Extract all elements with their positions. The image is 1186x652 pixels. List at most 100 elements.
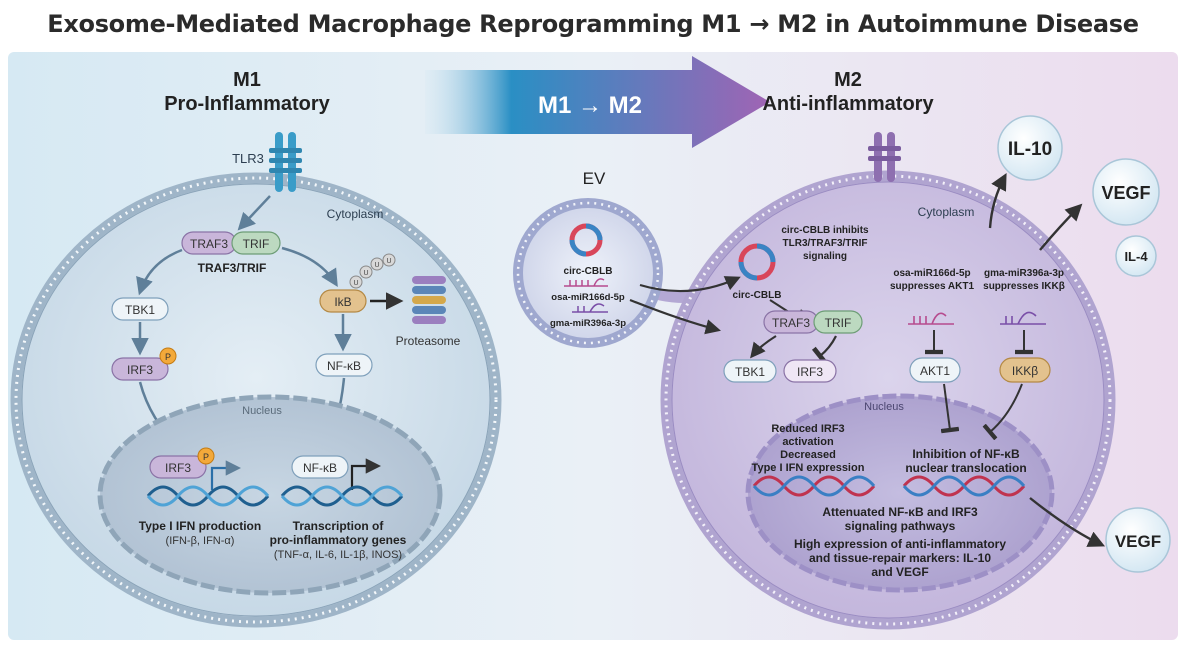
m1-nucleus-label: Nucleus: [242, 405, 282, 417]
circ-cblb-icon: [569, 223, 603, 257]
transcription-title-2: pro-inflammatory genes: [270, 533, 407, 547]
m2-nucleus-label: Nucleus: [864, 401, 904, 413]
m2-traf3-trif-complex: TRAF3 TRIF: [763, 310, 863, 334]
reduced-1: Reduced IRF3: [771, 423, 844, 435]
ubiquitin-icon: U: [353, 280, 358, 287]
il4-bubble: IL-4: [1115, 235, 1157, 277]
ev-mir2-label: gma-miR396a-3p: [550, 318, 626, 329]
high-expression-3: and VEGF: [871, 565, 928, 579]
m2-heading: M2: [834, 69, 862, 91]
m2-circ-label: circ-CBLB: [733, 290, 782, 301]
extracellular-vesicle: [513, 198, 663, 348]
irf3-node: IRF3 P: [111, 347, 177, 381]
m2-dna-helix-right: [902, 475, 1026, 497]
mir1-note-1: osa-miR166d-5p: [893, 268, 970, 279]
m1-dna-helix-right: [280, 485, 404, 507]
mir1-note-2: suppresses AKT1: [890, 281, 975, 292]
ikkb-label: IKKβ: [1012, 364, 1038, 378]
ubiquitin-icon: U: [363, 270, 368, 277]
mir2-note-2: suppresses IKKβ: [983, 281, 1065, 292]
attenuated-1: Attenuated NF-κB and IRF3: [822, 505, 978, 519]
m1-dna-helix-left: [146, 485, 270, 507]
m2-dna-helix-left: [752, 475, 876, 497]
arrow-m2-traf3-tbk1: [750, 335, 777, 359]
arrow-ev-to-circ: [639, 276, 741, 293]
circ-note-2: TLR3/TRAF3/TRIF: [783, 238, 868, 249]
mirna-icon: [564, 278, 608, 287]
traf3-trif-label: TRAF3/TRIF: [198, 261, 267, 275]
ikkb-node: IKKβ: [999, 357, 1051, 383]
arrow-secretion-il10: [988, 173, 1007, 229]
il10-bubble: IL-10: [997, 115, 1063, 181]
inhibition-note-1: Inhibition of NF-κB: [912, 447, 1020, 461]
akt1-label: AKT1: [920, 364, 950, 378]
mirna-icon: [572, 303, 608, 313]
reduced-4: Type I IFN expression: [752, 462, 865, 474]
reduced-3: Decreased: [780, 449, 836, 461]
tbk1-node: TBK1: [111, 297, 169, 321]
arrow-complex-to-tbk1: [136, 248, 183, 296]
transition-label: M1 → M2: [538, 92, 642, 119]
il10-label: IL-10: [1008, 139, 1052, 160]
reduced-2: activation: [782, 436, 834, 448]
ubiquitin-chain: U U U U: [349, 253, 396, 289]
high-expression-2: and tissue-repair markers: IL-10: [809, 551, 991, 565]
nfkb-label: NF-κB: [327, 359, 361, 373]
mir2-note-1: gma-miR396a-3p: [984, 268, 1064, 279]
transition-arrow: M1 → M2: [425, 56, 770, 148]
trif-label: TRIF: [243, 237, 270, 251]
m2-tbk1-node: TBK1: [723, 359, 777, 383]
ubiquitin-icon: U: [386, 258, 391, 265]
m2-circ-cblb-icon: [738, 243, 776, 281]
tlr3-label: TLR3: [232, 151, 264, 166]
ev-label: EV: [583, 169, 606, 188]
ubiquitin-icon: U: [374, 262, 379, 269]
inhibition-note-2: nuclear translocation: [905, 461, 1026, 475]
mirna-icon: [908, 312, 954, 325]
proteasome-icon: [412, 276, 446, 324]
arrow-secretion-vegf: [1039, 203, 1083, 251]
m2-trif-label: TRIF: [825, 316, 852, 330]
irf3-label: IRF3: [127, 363, 153, 377]
attenuated-2: signaling pathways: [845, 519, 956, 533]
m1-nucleus: [97, 394, 443, 596]
arrow-tlr3-to-complex: [237, 195, 271, 231]
m2-irf3-node: IRF3: [783, 359, 837, 383]
m1-cytoplasm-label: Cytoplasm: [327, 207, 384, 221]
traf3-label: TRAF3: [190, 237, 228, 251]
nuclear-irf3-node: IRF3 P: [149, 447, 215, 479]
transcription-title-1: Transcription of: [293, 519, 385, 533]
inhibition-ikkb-nucleus: [982, 383, 1023, 441]
m1-heading: M1: [233, 69, 261, 91]
m2-traf3-label: TRAF3: [772, 316, 810, 330]
circ-note-1: circ-CBLB inhibits: [781, 225, 869, 236]
inhibition-m2-trif-irf3: [811, 335, 837, 366]
nfkb-node: NF-κB: [315, 353, 373, 377]
arrow-secretion-vegf-bottom: [1029, 497, 1106, 547]
vegf-top-bubble: VEGF: [1092, 158, 1160, 226]
transcription-detail: (TNF-α, IL-6, IL-1β, INOS): [274, 549, 402, 561]
mirna-icon: [1000, 311, 1046, 325]
inhibition-akt1-nucleus: [940, 383, 960, 434]
figure-title: Exosome-Mediated Macrophage Reprogrammin…: [47, 10, 1139, 38]
m2-irf3-label: IRF3: [797, 365, 823, 379]
ikb-node: IkB: [319, 289, 367, 313]
vegf-bottom-bubble: VEGF: [1105, 507, 1171, 573]
m2-tlr3-receptor: [868, 132, 901, 182]
nuclear-nfkb-node: NF-κB: [291, 455, 349, 479]
phospho-icon: P: [165, 352, 171, 362]
circ-note-3: signaling: [803, 251, 847, 262]
proteasome-label: Proteasome: [396, 334, 461, 348]
ev-mir1-label: osa-miR166d-5p: [551, 292, 625, 303]
vegf-bottom-label: VEGF: [1115, 532, 1161, 551]
transcription-arrow: [350, 458, 382, 490]
il4-label: IL-4: [1124, 249, 1148, 264]
arrow-ev-to-traf3: [629, 298, 721, 335]
ikb-label: IkB: [334, 295, 351, 309]
nuclear-nfkb-label: NF-κB: [303, 461, 337, 475]
ev-circ-label: circ-CBLB: [564, 266, 613, 277]
m2-subheading: Anti-inflammatory: [762, 93, 934, 115]
vegf-top-label: VEGF: [1101, 183, 1150, 203]
